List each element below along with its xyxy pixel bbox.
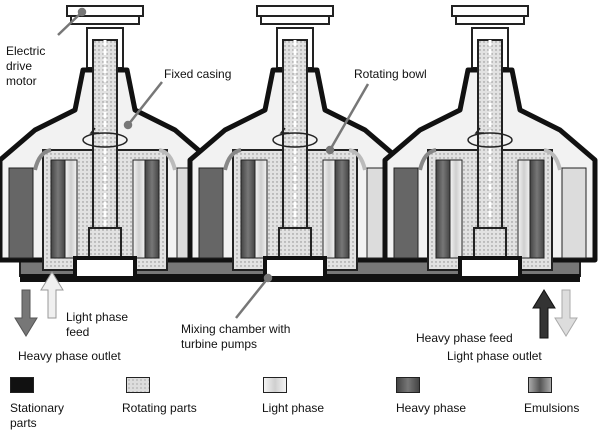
rotating-bowl-label: Rotating bowl bbox=[354, 67, 427, 81]
light-phase-outlet-label: Light phase outlet bbox=[447, 349, 542, 363]
light-phase-feed-label: Light phase feed bbox=[66, 310, 129, 339]
centrifuge-stage-3 bbox=[385, 6, 595, 278]
centrifuge-stage-2 bbox=[190, 6, 400, 278]
heavy-outlet-arrow bbox=[14, 289, 38, 337]
legend-label-emulsions: Emulsions bbox=[524, 401, 580, 415]
mixing-chamber-label: Mixing chamber with turbine pumps bbox=[181, 322, 291, 351]
legend-swatch-emulsions bbox=[528, 377, 552, 393]
legend-swatch-heavy bbox=[396, 377, 420, 393]
light-outlet-arrow bbox=[554, 289, 578, 337]
fixed-casing-label: Fixed casing bbox=[164, 67, 232, 81]
mixing-pointer bbox=[235, 277, 269, 319]
bowl-pointer bbox=[328, 83, 370, 151]
legend-label-stationary: Stationary parts bbox=[10, 401, 65, 430]
legend-swatch-rotating bbox=[126, 377, 150, 393]
heavy-feed-arrow bbox=[532, 289, 556, 339]
legend-label-rotating: Rotating parts bbox=[122, 401, 197, 415]
legend-swatch-light bbox=[263, 377, 287, 393]
legend-label-heavy: Heavy phase bbox=[396, 401, 467, 415]
motor-pointer bbox=[57, 11, 83, 36]
heavy-phase-feed-label: Heavy phase feed bbox=[416, 331, 513, 345]
heavy-phase-outlet-label: Heavy phase outlet bbox=[18, 349, 121, 363]
legend-label-light: Light phase bbox=[262, 401, 325, 415]
electric-drive-motor-label: Electric drive motor bbox=[6, 44, 46, 88]
casing-pointer bbox=[127, 81, 163, 126]
legend-swatch-stationary bbox=[10, 377, 34, 393]
light-feed-arrow bbox=[40, 271, 64, 319]
